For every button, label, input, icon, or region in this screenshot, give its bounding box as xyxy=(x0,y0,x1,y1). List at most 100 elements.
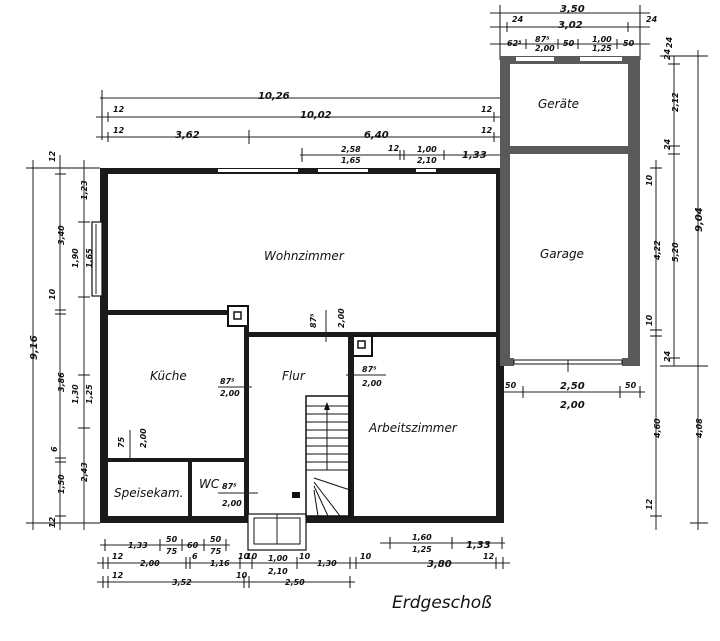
dim-label: 87⁵ xyxy=(535,35,550,44)
dim-label: 12 xyxy=(112,571,124,580)
dim-label: 4,08 xyxy=(695,418,704,439)
dim-label: 12 xyxy=(48,516,57,528)
dim-label: 1,25 xyxy=(85,384,94,404)
room-wc: WC xyxy=(199,477,220,491)
dim-label: 87⁵ xyxy=(220,377,235,386)
dim-label: 50 xyxy=(625,381,637,390)
dim-label: 1,50 xyxy=(57,474,66,494)
dim-label: 5,20 xyxy=(671,242,680,262)
dim-label: 2,00 xyxy=(560,400,585,411)
room-geraete: Geräte xyxy=(538,97,579,111)
dim-label: 1,30 xyxy=(71,384,80,404)
dim-label: 10 xyxy=(48,288,57,300)
dim-label: 75 xyxy=(166,547,178,556)
dim-label: 12 xyxy=(112,552,124,561)
right-dimensions: 9,04 4,08 24 2,12 24 5,20 24 10 4,22 10 … xyxy=(645,48,708,530)
dim-label: 2,00 xyxy=(140,559,160,568)
dim-label: 6,40 xyxy=(364,130,389,141)
dim-label: 3,80 xyxy=(427,559,452,570)
dim-label: 6 xyxy=(192,552,198,561)
dim-label: 10 xyxy=(360,552,372,561)
dim-label: 3,52 xyxy=(172,578,192,587)
room-kueche: Küche xyxy=(150,369,187,383)
dim-label: 24 xyxy=(665,36,674,48)
dim-label: 9,16 xyxy=(29,335,40,360)
dim-label: 24 xyxy=(663,138,672,150)
dim-label: 12 xyxy=(645,498,654,510)
dim-label: 2,50 xyxy=(285,578,305,587)
staircase xyxy=(292,395,351,517)
dim-label: 1,90 xyxy=(71,248,80,268)
bottom-dimensions: 1,33 50 75 60 50 75 1,60 1,25 1,33 12 2,… xyxy=(97,533,510,588)
dim-label: 1,33 xyxy=(462,150,487,161)
dim-label: 1,65 xyxy=(341,156,361,165)
dim-label: 87⁵ xyxy=(309,313,318,328)
dim-label: 4,60 xyxy=(653,418,662,439)
dim-label: 50 xyxy=(505,381,517,390)
dim-label: 87⁵ xyxy=(362,365,377,374)
walls-garage xyxy=(500,56,640,372)
plan-title: Erdgeschoß xyxy=(392,593,492,613)
dim-label: 2,00 xyxy=(220,389,240,398)
dim-label: 75 xyxy=(210,547,222,556)
dim-label: 3,50 xyxy=(560,4,585,15)
dim-label: 6 xyxy=(50,446,59,452)
dim-label: 1,60 xyxy=(412,533,432,542)
dim-label: 4,22 xyxy=(653,240,662,261)
dim-label: 50 xyxy=(210,535,222,544)
dim-label: 2,50 xyxy=(560,381,585,392)
dim-label: 3,40 xyxy=(57,225,66,245)
dim-label: 12 xyxy=(481,126,493,135)
dim-label: 2,00 xyxy=(362,379,382,388)
dim-label: 2,43 xyxy=(80,462,89,482)
dim-label: 12 xyxy=(483,552,495,561)
dim-label: 2,12 xyxy=(671,92,680,112)
dim-label: 3,86 xyxy=(57,372,66,392)
dim-label: 1,00 xyxy=(268,554,288,563)
dim-label: 1,00 xyxy=(592,35,612,44)
room-speisekammer: Speisekam. xyxy=(114,486,183,500)
dim-label: 2,00 xyxy=(535,44,555,53)
room-arbeitszimmer: Arbeitszimmer xyxy=(368,421,458,435)
dim-label: 1,00 xyxy=(417,145,437,154)
dim-label: 10 xyxy=(238,552,250,561)
dim-label: 10 xyxy=(246,552,258,561)
dim-label: 75 xyxy=(117,436,126,448)
dim-label: 2,00 xyxy=(139,428,148,448)
dim-label: 12 xyxy=(113,126,125,135)
dim-label: 87⁵ xyxy=(222,482,237,491)
left-dimensions: 9,16 12 3,40 10 3,86 6 1,50 12 1,23 1,90… xyxy=(26,150,100,530)
dim-label: 12 xyxy=(113,105,125,114)
dim-label: 1,33 xyxy=(466,540,491,551)
dim-label: 1,23 xyxy=(80,180,89,200)
door-labels: 87⁵ 2,00 87⁵ 2,00 87⁵ 2,00 87⁵ 2,00 75 2… xyxy=(117,308,386,508)
dim-label: 2,00 xyxy=(337,308,346,328)
dim-inner-width: 10,02 xyxy=(300,110,332,121)
dim-label: 62⁵ xyxy=(507,39,522,48)
dim-label: 2,10 xyxy=(417,156,437,165)
dim-overall-width: 10,26 xyxy=(258,91,290,102)
dim-label: 1,30 xyxy=(317,559,337,568)
dim-label: 3,62 xyxy=(175,130,200,141)
dim-label: 1,65 xyxy=(85,248,94,268)
dim-label: 50 xyxy=(623,39,635,48)
dim-label: 24 xyxy=(512,15,524,24)
dim-label: 1,25 xyxy=(412,545,432,554)
dim-label: 10 xyxy=(645,314,654,326)
garage-top-dimensions: 3,50 24 3,02 24 62⁵ 87⁵ 2,00 50 1,00 1,2… xyxy=(490,4,674,60)
dim-label: 2,58 xyxy=(341,145,361,154)
dim-label: 9,04 xyxy=(694,207,705,232)
dim-label: 1,16 xyxy=(210,559,230,568)
room-garage: Garage xyxy=(540,247,584,261)
dim-label: 3,02 xyxy=(558,20,583,31)
dim-label: 10 xyxy=(645,174,654,186)
dim-label: 1,33 xyxy=(128,541,148,550)
dim-label: 24 xyxy=(663,48,672,60)
dim-label: 12 xyxy=(388,144,400,153)
dim-label: 10 xyxy=(299,552,311,561)
garage-bottom-dimensions: 50 2,50 2,00 50 xyxy=(504,381,645,411)
dim-label: 60 xyxy=(187,541,199,550)
dim-label: 2,00 xyxy=(222,499,242,508)
room-flur: Flur xyxy=(282,369,306,383)
room-wohnzimmer: Wohnzimmer xyxy=(264,249,345,263)
